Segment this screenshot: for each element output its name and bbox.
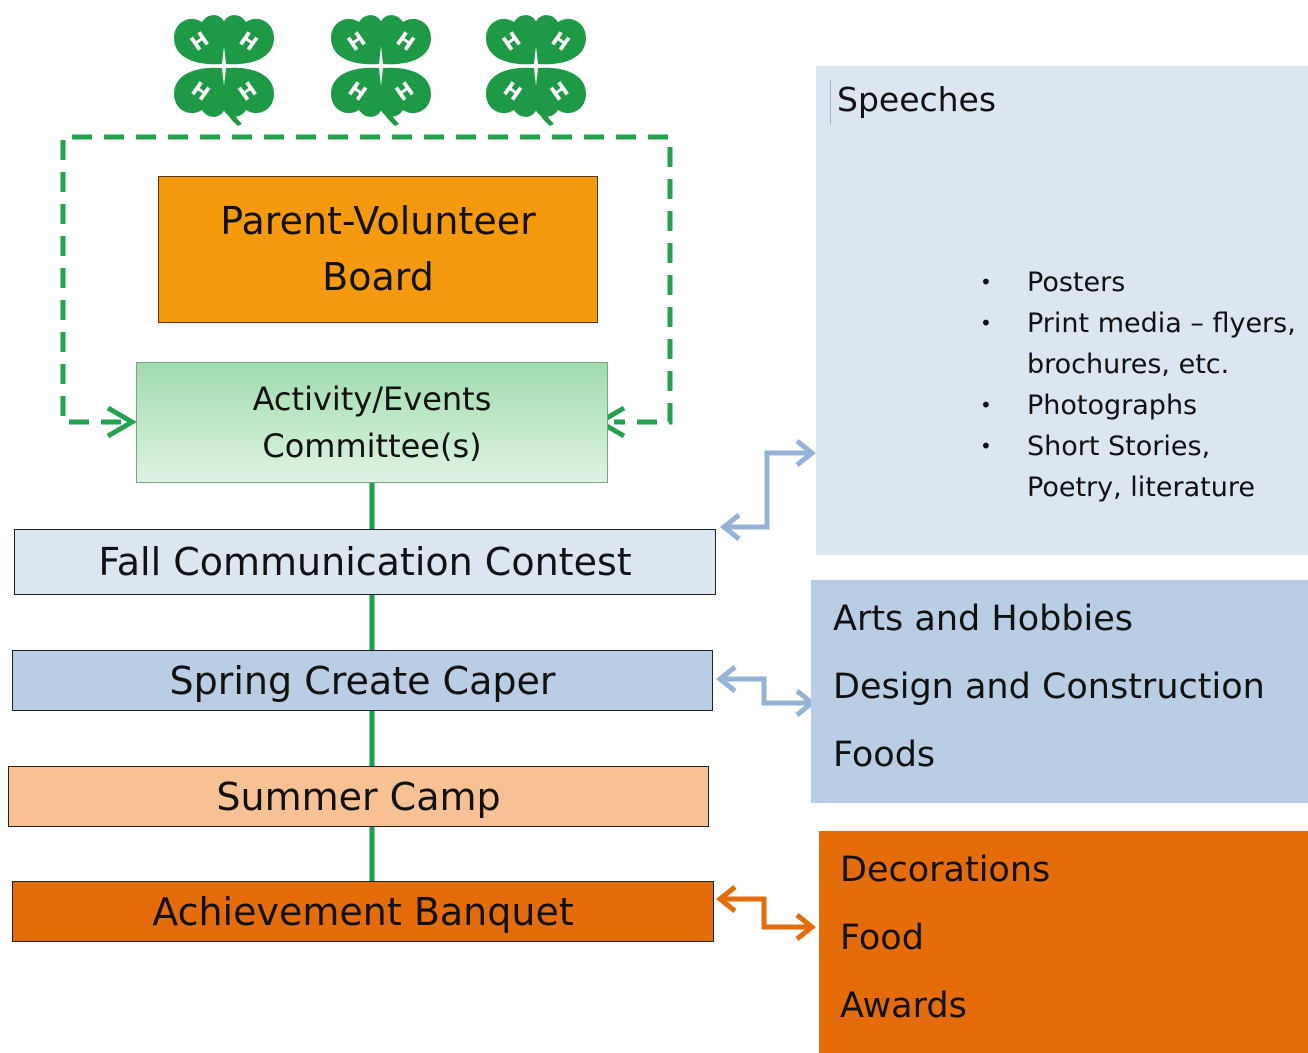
create-caper-panel	[811, 580, 1308, 803]
committee-line-1: Activity/Events	[252, 380, 492, 419]
clover-logo-2: H H H H	[331, 15, 431, 126]
banquet-list: Decorations Food Awards	[840, 844, 1050, 1048]
fall-link-arrow	[728, 450, 808, 530]
list-item: •Short Stories, Poetry, literature	[976, 426, 1296, 508]
arrowhead-left	[106, 405, 137, 439]
list-item: Decorations	[840, 850, 1051, 890]
parent-volunteer-board-box: Parent-Volunteer Board	[158, 176, 598, 323]
list-item: Design and Construction	[833, 667, 1265, 707]
speeches-label: Speeches	[830, 80, 996, 124]
fall-communication-contest-box: Fall Communication Contest	[14, 529, 716, 595]
list-item: Awards	[840, 986, 967, 1026]
achievement-banquet-box: Achievement Banquet	[12, 881, 714, 942]
clover-logo-1: H H H H	[174, 15, 274, 126]
committee-line-2: Committee(s)	[262, 426, 482, 465]
activity-committee-box: Activity/Events Committee(s)	[136, 362, 608, 483]
spring-link-arrow	[724, 676, 808, 706]
spring-create-caper-box: Spring Create Caper	[12, 650, 713, 711]
list-item: •Print media – flyers, brochures, etc.	[976, 303, 1296, 385]
communication-list: •Posters •Print media – flyers, brochure…	[976, 262, 1296, 508]
create-caper-list: Arts and Hobbies Design and Construction…	[833, 593, 1265, 797]
clover-logo-3: H H H H	[486, 15, 586, 126]
list-item: •Photographs	[976, 385, 1296, 426]
list-item: Food	[840, 918, 924, 958]
bullet-icon: •	[980, 270, 992, 294]
dashed-loop-connector	[60, 134, 673, 425]
list-item: •Posters	[976, 262, 1296, 303]
bullet-icon: •	[980, 393, 992, 417]
banquet-link-arrow	[724, 896, 808, 930]
bullet-icon: •	[980, 434, 992, 458]
communication-panel	[816, 66, 1308, 555]
list-item: Foods	[833, 735, 936, 775]
board-line-1: Parent-Volunteer	[220, 199, 536, 244]
list-item: Arts and Hobbies	[833, 599, 1134, 639]
banquet-panel	[819, 831, 1308, 1053]
bullet-icon: •	[980, 311, 992, 335]
summer-camp-box: Summer Camp	[8, 766, 709, 827]
board-line-2: Board	[322, 254, 434, 299]
